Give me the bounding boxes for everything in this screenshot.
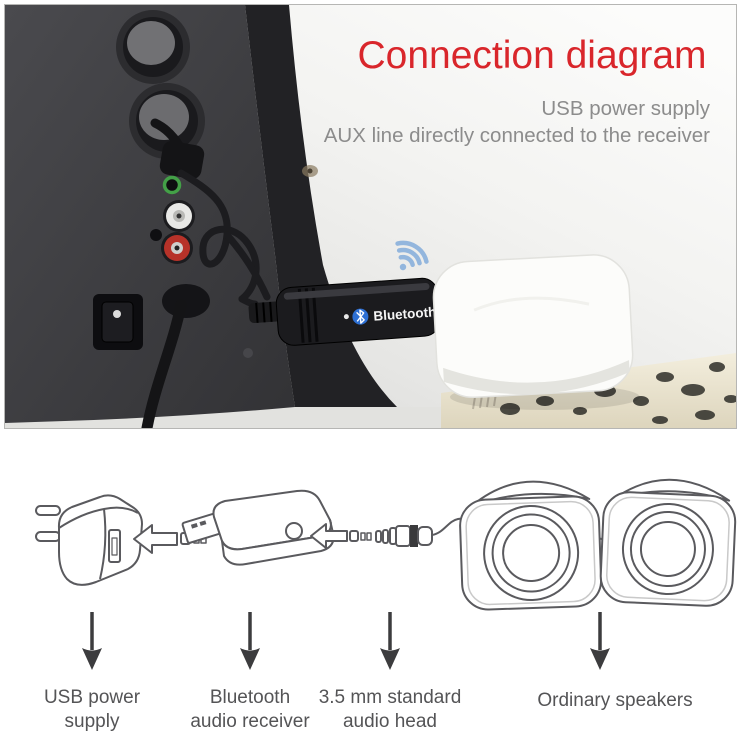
speaker-photo: Bluetooth [5, 5, 736, 428]
label-line: audio head [342, 711, 438, 732]
speaker-drawing-left [459, 480, 603, 611]
speaker-drawing-right [599, 478, 737, 607]
label-line: Ordinary speakers [537, 690, 693, 711]
label-line: USB power [43, 687, 141, 708]
diagram-label-audio-head: 3.5 mm standard audio head [306, 686, 474, 734]
usb-power-adapter [432, 254, 634, 399]
plug-arrow-icon [310, 523, 372, 549]
small-jack [150, 229, 162, 241]
led-dot [343, 314, 349, 320]
aux-plug-into-dongle [248, 301, 282, 324]
rca-jack-white [163, 200, 195, 232]
label-line: audio receiver [190, 711, 310, 732]
bluetooth-logo-icon [352, 308, 369, 325]
volume-knob [116, 10, 190, 84]
subtitle-line-2: AUX line directly connected to the recei… [323, 124, 710, 147]
aux-plug-in-jack [150, 118, 205, 179]
label-line: 3.5 mm standard [318, 687, 462, 708]
power-switch [93, 294, 143, 350]
bluetooth-receiver-drawing [181, 489, 335, 566]
wireless-signal-icon [395, 240, 429, 271]
audio-plug-drawing [375, 517, 611, 547]
tone-knob [129, 83, 205, 159]
diagram-label-ordinary-speakers: Ordinary speakers [512, 689, 718, 713]
power-cord [141, 284, 210, 428]
photo-section: Bluetooth Connection diagram USB power s… [4, 4, 737, 429]
floor [5, 407, 441, 428]
screw [243, 348, 253, 358]
label-line: supply [64, 711, 120, 732]
subtitle: USB power supply AUX line directly conne… [324, 95, 710, 149]
bluetooth-dongle: Bluetooth [248, 277, 441, 346]
subtitle-line-1: USB power supply [541, 97, 710, 120]
diagram-label-usb-power-supply: USB power supply [18, 686, 166, 734]
line-in-green-jack [162, 175, 182, 195]
diagram-label-bluetooth-audio-receiver: Bluetooth audio receiver [172, 686, 328, 734]
rca-jack-red [161, 232, 193, 264]
page-title: Connection diagram [357, 34, 707, 77]
down-arrow-icon [90, 612, 602, 650]
down-arrow-head [82, 648, 610, 670]
label-line: Bluetooth [209, 687, 291, 708]
usb-charger-drawing [35, 494, 143, 586]
dongle-label: Bluetooth [373, 304, 437, 323]
